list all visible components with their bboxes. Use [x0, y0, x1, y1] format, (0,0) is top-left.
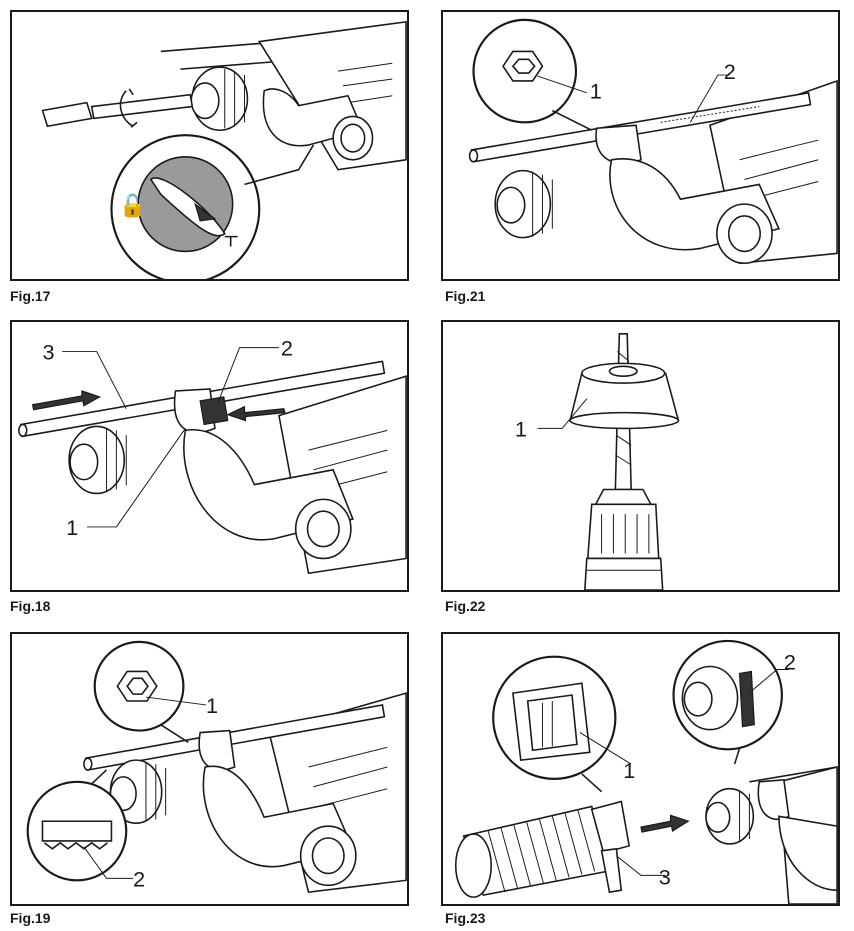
fig19-callout-1: 1	[206, 693, 218, 718]
figure-23-illustration: 1 2 3	[454, 639, 838, 904]
figure-22-panel: 1	[441, 320, 840, 592]
figure-21-caption: Fig.21	[445, 288, 486, 304]
figure-18-panel: 3 2 1	[10, 320, 409, 592]
fig18-callout-2: 2	[281, 336, 293, 361]
figure-19-caption: Fig.19	[10, 910, 51, 926]
fig23-callout-3: 3	[659, 864, 671, 889]
fig23-callout-2: 2	[784, 649, 796, 674]
figure-22-caption: Fig.22	[445, 598, 486, 614]
fig21-callout-2: 2	[724, 59, 736, 84]
figure-17-caption: Fig.17	[10, 288, 51, 304]
figure-23-caption: Fig.23	[445, 910, 486, 926]
figure-19-panel: 1 2	[10, 632, 409, 906]
fig19-callout-2: 2	[133, 866, 145, 891]
figure-17-panel: 🔓	[10, 10, 409, 281]
fig18-callout-1: 1	[66, 515, 78, 540]
figure-22-illustration: 1	[515, 333, 680, 590]
figure-19-illustration: 1 2	[26, 640, 407, 894]
figure-23-panel: 1 2 3	[441, 632, 840, 906]
fig23-callout-1: 1	[623, 758, 635, 783]
figure-21-panel: 1 2	[441, 10, 840, 281]
figure-18-caption: Fig.18	[10, 598, 51, 614]
unlock-symbol: 🔓	[119, 193, 146, 218]
figure-21-illustration: 1 2	[468, 18, 838, 265]
fig22-callout-1: 1	[515, 416, 527, 441]
figure-17-illustration: 🔓	[41, 20, 407, 279]
fig18-callout-3: 3	[42, 339, 54, 364]
fig21-callout-1: 1	[590, 79, 602, 104]
figure-18-illustration: 3 2 1	[18, 336, 407, 575]
